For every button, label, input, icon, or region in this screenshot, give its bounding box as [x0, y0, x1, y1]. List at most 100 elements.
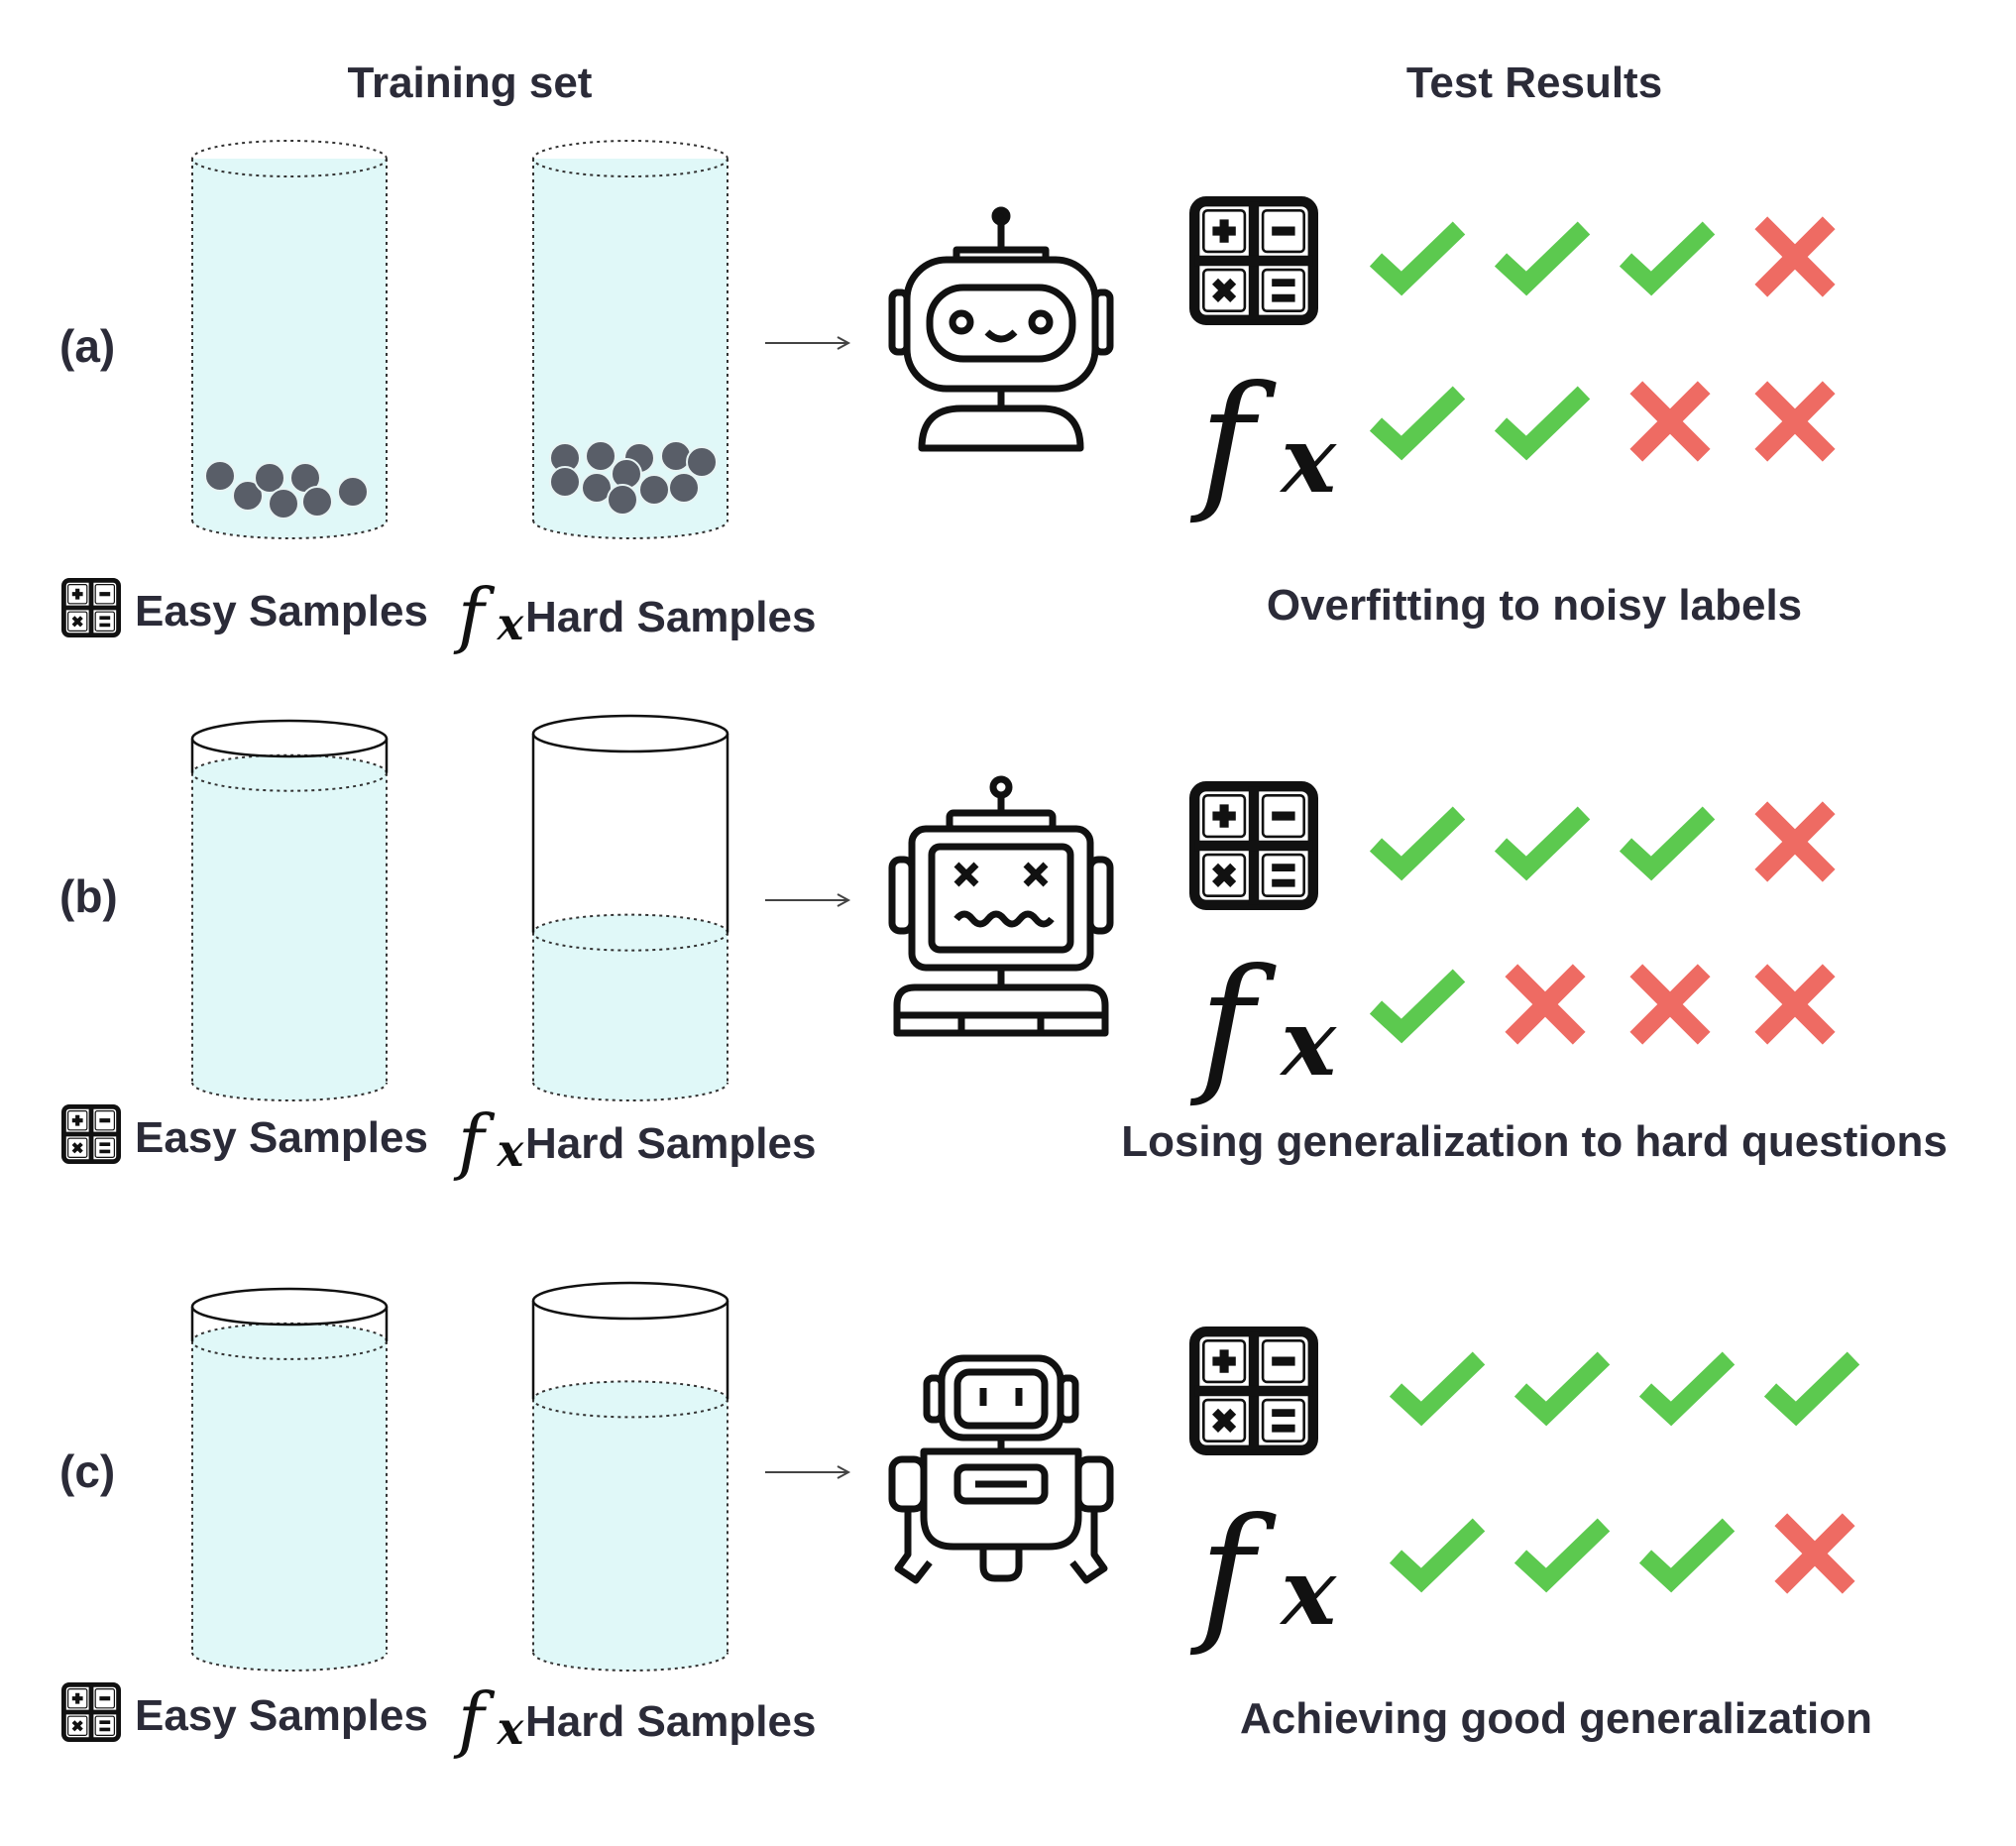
- check-icon: [1625, 228, 1709, 284]
- arrow-icon: [765, 1465, 851, 1479]
- cross-icon: [1636, 971, 1704, 1038]
- hard-results: [1376, 971, 1829, 1038]
- check-icon: [1501, 228, 1584, 284]
- check-icon: [1501, 393, 1584, 448]
- sample-ball: [232, 480, 264, 512]
- check-icon: [1645, 1525, 1729, 1580]
- water-fill: [533, 914, 728, 1100]
- check-icon: [1376, 393, 1459, 448]
- svg-text:x: x: [1280, 988, 1338, 1096]
- sample-ball: [301, 486, 333, 518]
- sample-ball: [585, 440, 616, 472]
- easy-results: [1376, 223, 1829, 290]
- result-caption: Achieving good generalization: [1240, 1694, 1872, 1743]
- easy-samples-label: Easy Samples: [135, 1691, 428, 1740]
- check-icon: [1625, 813, 1709, 868]
- walking-robot-icon: [888, 1354, 1114, 1584]
- calculator-icon: [63, 1106, 118, 1161]
- row-label: (a): [59, 320, 115, 372]
- hard-samples-label: Hard Samples: [525, 1119, 816, 1168]
- hard-samples-label: Hard Samples: [525, 1697, 816, 1746]
- sample-ball: [337, 476, 369, 508]
- hard-samples-container: [531, 714, 729, 1101]
- svg-text:f: f: [1189, 938, 1277, 1110]
- calculator-icon: [63, 580, 118, 635]
- cross-icon: [1781, 1520, 1848, 1587]
- training-set-header: Training set: [348, 58, 593, 107]
- hard-samples-label: Hard Samples: [525, 593, 816, 641]
- sample-ball: [607, 484, 638, 516]
- sample-ball: [668, 472, 700, 504]
- easy-samples-label: Easy Samples: [135, 1113, 428, 1162]
- sample-ball: [549, 466, 581, 498]
- calculator-icon: [63, 1684, 118, 1739]
- calculator-icon: [1194, 786, 1313, 905]
- svg-text:x: x: [497, 1702, 525, 1755]
- sample-ball: [660, 440, 692, 472]
- cross-icon: [1761, 388, 1829, 455]
- sample-ball: [254, 462, 285, 494]
- check-icon: [1376, 976, 1459, 1031]
- svg-text:x: x: [1280, 405, 1338, 514]
- easy-samples-label: Easy Samples: [135, 587, 428, 635]
- hard-results: [1396, 1520, 1848, 1587]
- container-rim: [190, 1287, 389, 1327]
- svg-text:f: f: [453, 1677, 496, 1761]
- container-rim: [190, 719, 389, 758]
- sample-ball: [686, 446, 718, 478]
- water-fill: [192, 754, 387, 1100]
- result-caption: Losing generalization to hard questions: [1121, 1117, 1948, 1166]
- svg-text:f: f: [453, 573, 496, 656]
- arrow-icon: [765, 336, 851, 350]
- cross-icon: [1636, 388, 1704, 455]
- water-fill: [192, 1323, 387, 1671]
- hard-results: [1376, 388, 1829, 455]
- row-label: (c): [59, 1445, 115, 1497]
- cross-icon: [1761, 971, 1829, 1038]
- test-results-header: Test Results: [1406, 58, 1662, 107]
- water-fill: [192, 159, 387, 538]
- dizzy-robot-icon: [888, 775, 1114, 1037]
- hard-sample-balls: [549, 440, 718, 516]
- container-rim: [531, 1281, 729, 1321]
- hard-samples-container: [531, 1281, 729, 1672]
- calculator-icon: [1194, 1331, 1313, 1450]
- easy-results: [1396, 1358, 1853, 1414]
- water-fill: [533, 1381, 728, 1671]
- cross-icon: [1761, 223, 1829, 290]
- svg-text:x: x: [497, 1124, 525, 1177]
- container-rim: [531, 714, 729, 753]
- easy-samples-container: [191, 140, 388, 539]
- sample-ball: [581, 472, 613, 504]
- sample-ball: [611, 458, 642, 490]
- easy-samples-container: [190, 719, 389, 1101]
- cross-icon: [1512, 971, 1579, 1038]
- svg-text:x: x: [1280, 1538, 1338, 1646]
- easy-samples-container: [190, 1287, 389, 1672]
- svg-text:x: x: [497, 598, 525, 650]
- happy-robot-icon: [888, 206, 1114, 452]
- sample-ball: [204, 460, 236, 492]
- easy-sample-balls: [204, 460, 369, 519]
- svg-text:f: f: [1189, 1487, 1277, 1660]
- svg-text:f: f: [1189, 355, 1277, 527]
- check-icon: [1396, 1525, 1479, 1580]
- check-icon: [1770, 1358, 1853, 1414]
- row-label: (b): [59, 870, 118, 922]
- arrow-icon: [765, 893, 851, 907]
- cross-icon: [1761, 808, 1829, 875]
- calculator-icon: [1194, 201, 1313, 320]
- svg-text:f: f: [453, 1099, 496, 1183]
- check-icon: [1376, 813, 1459, 868]
- check-icon: [1501, 813, 1584, 868]
- sample-ball: [268, 488, 299, 519]
